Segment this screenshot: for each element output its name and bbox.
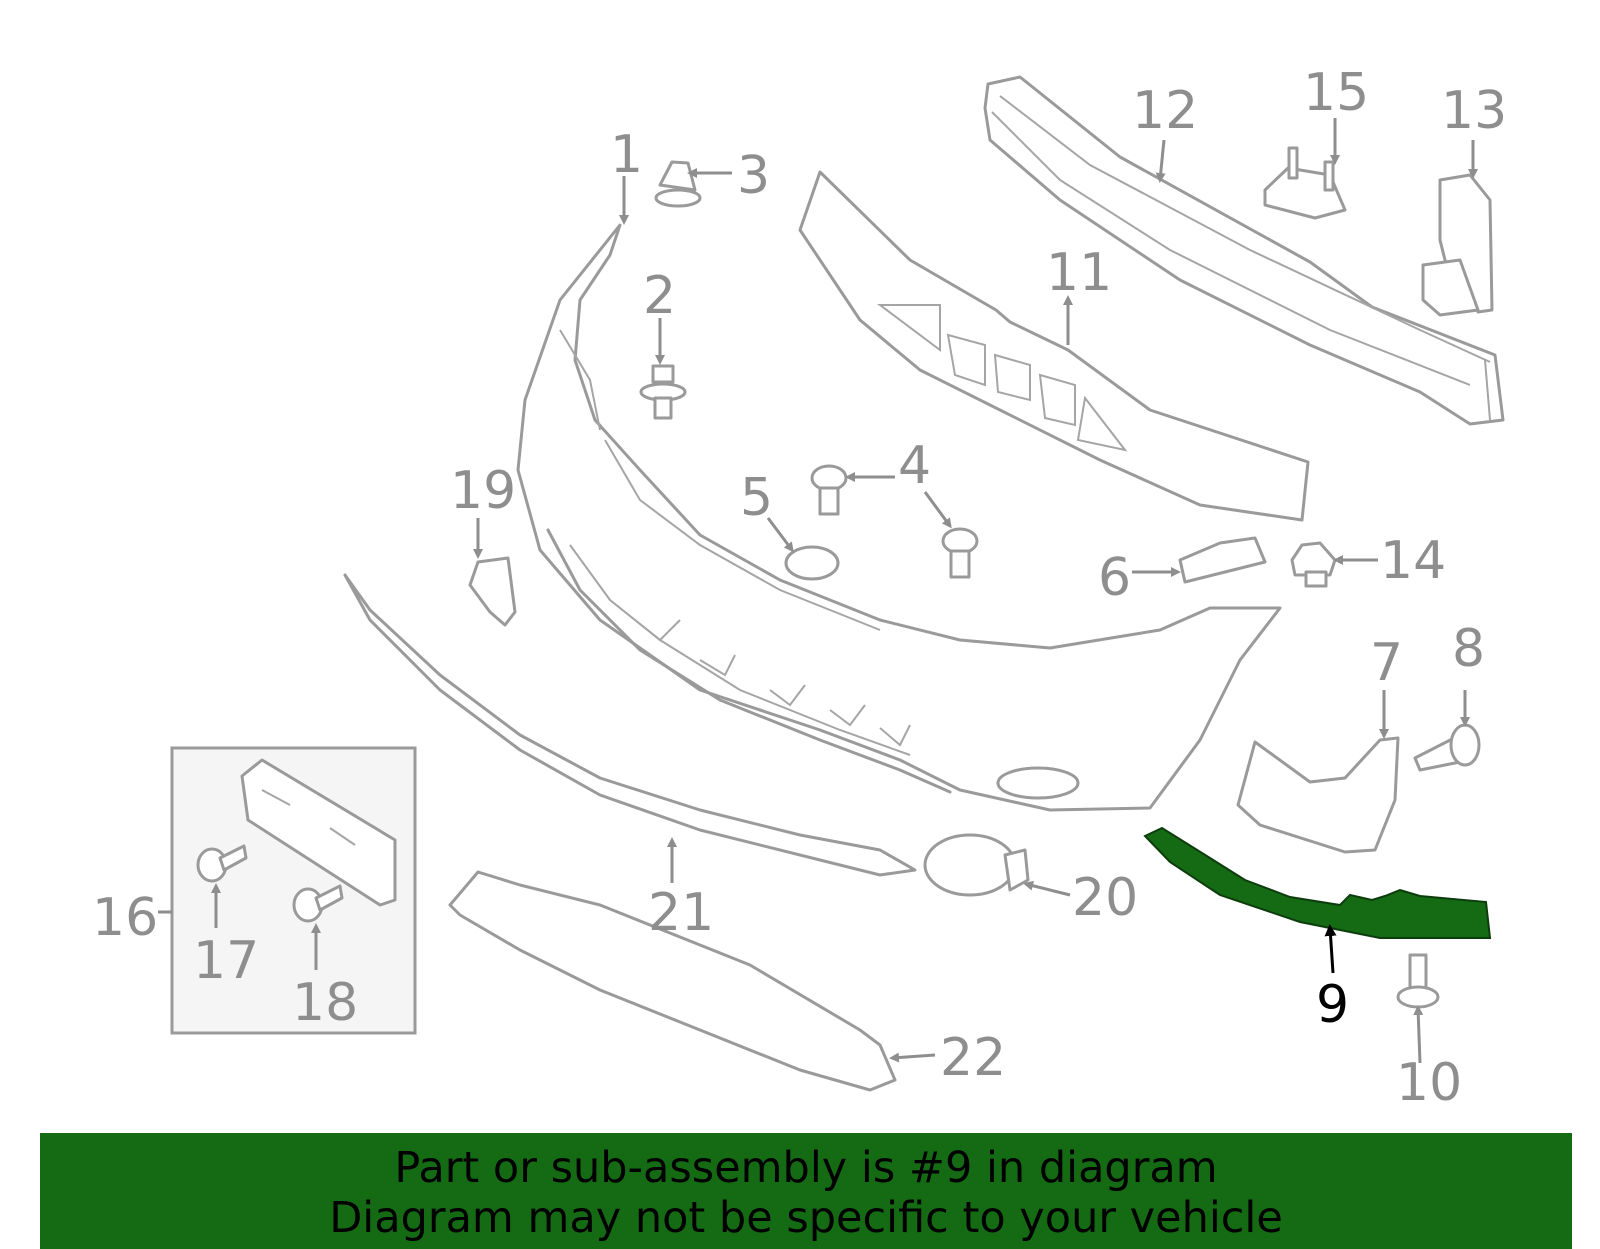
- part-21-molding: [343, 573, 917, 877]
- banner-line-2: Diagram may not be specific to your vehi…: [329, 1193, 1283, 1243]
- callout-12: 12: [1132, 81, 1198, 141]
- part-14-clip: [1290, 541, 1337, 588]
- info-banner: Part or sub-assembly is #9 in diagram Di…: [40, 1133, 1572, 1249]
- part-7-mud-guard: [1236, 736, 1400, 854]
- callout-17: 17: [193, 931, 259, 991]
- part-4-screws: [810, 464, 979, 579]
- part-6-plate: [1178, 536, 1267, 584]
- part-11-absorber: [798, 170, 1310, 522]
- part-2-bolt: [639, 364, 687, 420]
- callout-4: 4: [898, 436, 931, 496]
- callout-6: 6: [1098, 548, 1131, 608]
- callout-13: 13: [1441, 81, 1507, 141]
- callout-8: 8: [1452, 619, 1485, 679]
- part-1-bumper-cover: [516, 223, 1282, 812]
- part-10-bolt: [1396, 953, 1440, 1009]
- part-15-bracket: [1263, 146, 1347, 220]
- banner-line-1: Part or sub-assembly is #9 in diagram: [394, 1143, 1218, 1193]
- callout-16: 16: [92, 888, 158, 948]
- part-9-side-bracket: [1143, 826, 1492, 939]
- callout-11: 11: [1046, 243, 1112, 303]
- part-22-absorber: [448, 870, 897, 1092]
- callout-2: 2: [643, 266, 676, 326]
- callout-18: 18: [292, 973, 358, 1033]
- part-3-clip: [654, 160, 702, 208]
- callout-21: 21: [648, 883, 714, 943]
- part-12-reinforcement: [983, 75, 1505, 426]
- callout-5: 5: [740, 468, 773, 528]
- callout-3: 3: [737, 146, 770, 206]
- callout-15: 15: [1303, 63, 1369, 123]
- part-20-bracket: [923, 833, 1030, 897]
- part-19-cover: [468, 556, 517, 627]
- leader-lines: [158, 118, 1478, 1064]
- callout-10: 10: [1396, 1053, 1462, 1113]
- part-13-bracket: [1421, 173, 1494, 317]
- callout-9: 9: [1316, 975, 1349, 1035]
- callout-1: 1: [610, 125, 643, 185]
- callout-22: 22: [940, 1028, 1006, 1088]
- callout-19: 19: [450, 461, 516, 521]
- part-8-screw: [1413, 723, 1481, 772]
- callout-numbers: 1 2 3 4 5 6 7 8 9 10 11 12 13 14 15 16 1…: [92, 63, 1507, 1113]
- callout-7: 7: [1370, 633, 1403, 693]
- callout-14: 14: [1380, 531, 1446, 591]
- part-5-plug: [784, 545, 840, 581]
- callout-20: 20: [1072, 868, 1138, 928]
